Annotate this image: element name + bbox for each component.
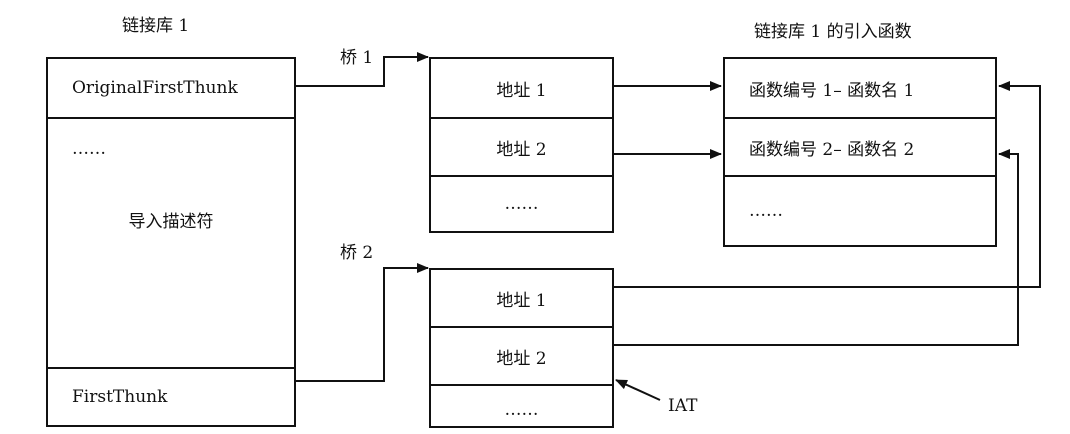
bridge-2-label: 桥 2 <box>340 243 374 263</box>
arrow-oft-to-bridge1 <box>296 52 429 87</box>
bridge-1-row: …… <box>431 175 612 231</box>
first-thunk-field: FirstThunk <box>48 367 294 425</box>
bridge-1-label: 桥 1 <box>340 48 374 68</box>
bridge-1-table: 地址 1 地址 2 …… <box>429 57 614 233</box>
arrow-b2a1-to-func1 <box>614 81 1041 288</box>
iat-label: IAT <box>668 396 698 416</box>
bridge-2-row: 地址 1 <box>496 290 547 311</box>
pe-import-table-diagram: 链接库 1 OriginalFirstThunk …… 导入描述符 FirstT… <box>46 16 1041 428</box>
import-descriptor-box: OriginalFirstThunk …… 导入描述符 FirstThunk <box>46 57 296 427</box>
import-function-row: 函数编号 2– 函数名 2 <box>725 117 995 175</box>
arrow-b2a2-to-func2 <box>614 149 1019 346</box>
bridge-1-row: 地址 2 <box>431 117 612 175</box>
import-function-row: …… <box>725 175 995 245</box>
connector-arrows <box>296 52 1041 401</box>
bridge-1-row: 地址 1 <box>496 80 547 101</box>
arrow-iat-pointer <box>615 379 661 401</box>
import-descriptor-label: 导入描述符 <box>128 211 214 232</box>
bridge-2-row: 地址 2 <box>431 326 612 384</box>
descriptor-ellipsis: …… <box>48 117 294 177</box>
library-title: 链接库 1 <box>122 16 190 36</box>
import-function-row: 函数编号 1– 函数名 1 <box>749 80 915 101</box>
import-functions-title: 链接库 1 的引入函数 <box>754 22 912 42</box>
original-first-thunk-field: OriginalFirstThunk <box>72 78 238 98</box>
arrow-ft-to-bridge2 <box>296 263 429 382</box>
import-functions-table: 函数编号 1– 函数名 1 函数编号 2– 函数名 2 …… <box>723 57 997 247</box>
